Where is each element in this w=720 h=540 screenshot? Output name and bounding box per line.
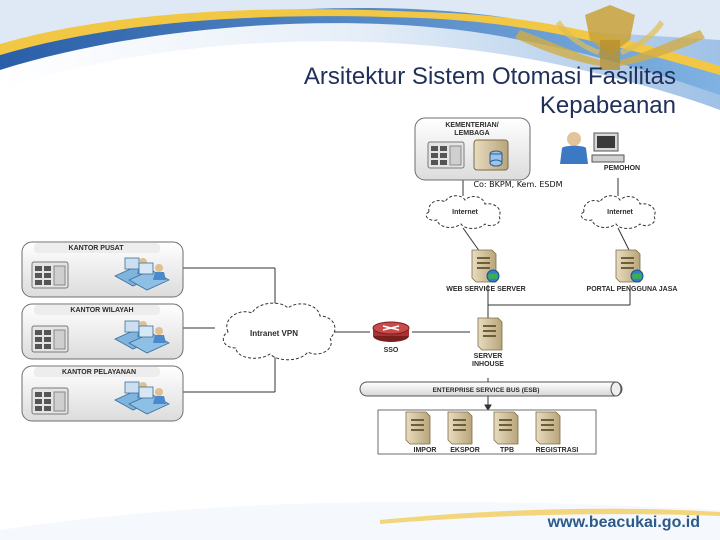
svg-text:REGISTRASI: REGISTRASI [536,447,579,454]
emblem-icon [515,5,705,70]
server-icon [31,261,69,289]
svg-text:PEMOHON: PEMOHON [604,165,640,172]
svg-text:IMPOR: IMPOR [414,447,437,454]
svg-text:SERVER: SERVER [474,353,503,360]
svg-text:KANTOR PUSAT: KANTOR PUSAT [69,245,125,252]
svg-text:Internet: Internet [452,209,478,216]
server-inhouse-node: SERVER INHOUSE [472,317,504,368]
svg-text:ENTERPRISE SERVICE BUS (ESB): ENTERPRISE SERVICE BUS (ESB) [433,387,540,394]
svg-text:LEMBAGA: LEMBAGA [454,130,489,137]
title-line-1: Arsitektur Sistem Otomasi Fasilitas [303,63,676,90]
server-icon [535,411,561,445]
globe-icon [630,269,644,283]
example-caption: Co: BKPM, Kem. ESDM [473,180,562,189]
database-icon [473,139,509,171]
website-url[interactable]: www.beacukai.go.id [547,514,700,531]
internet-cloud-right: Internet [580,195,656,229]
kantor-pelayanan-node: KANTOR PELAYANAN [21,365,184,422]
svg-text:Intranet VPN: Intranet VPN [250,329,298,338]
footer-banner [0,501,720,540]
page-title: Arsitektur Sistem Otomasi Fasilitas Kepa… [196,62,676,120]
web-service-server-node: WEB SERVICE SERVER [446,249,526,293]
globe-icon [486,269,500,283]
svg-text:KEMENTERIAN/: KEMENTERIAN/ [445,122,498,129]
server-icon [31,325,69,353]
pemohon-node: PEMOHON [560,132,640,172]
svg-text:KANTOR PELAYANAN: KANTOR PELAYANAN [62,369,136,376]
server-icon [427,141,465,169]
intranet-vpn-cloud: Intranet VPN [222,302,336,361]
svg-text:KANTOR WILAYAH: KANTOR WILAYAH [70,307,133,314]
sso-node: SSO [372,321,410,354]
svg-text:TPB: TPB [500,447,514,454]
svg-text:SSO: SSO [384,347,399,354]
server-icon [447,411,473,445]
svg-text:Internet: Internet [607,209,633,216]
svg-text:EKSPOR: EKSPOR [450,447,480,454]
kantor-wilayah-node: KANTOR WILAYAH [21,303,184,360]
kementerian-lembaga-node: KEMENTERIAN/ LEMBAGA [414,117,531,181]
kantor-pusat-node: KANTOR PUSAT [21,241,184,298]
esb-bus: ENTERPRISE SERVICE BUS (ESB) [359,381,623,397]
svg-text:INHOUSE: INHOUSE [472,361,504,368]
server-icon [31,387,69,415]
router-icon [372,321,410,342]
internet-cloud-left: Internet [425,195,501,229]
portal-pengguna-jasa-node: PORTAL PENGGUNA JASA [587,249,678,293]
title-line-2: Kepabeanan [539,92,676,119]
architecture-diagram: KEMENTERIAN/ LEMBAGA PEMOHON Co: BKPM, K… [21,117,678,455]
svg-text:WEB SERVICE SERVER: WEB SERVICE SERVER [446,286,526,293]
header-banner [0,0,720,150]
connector-lines [183,178,631,411]
svg-text:PORTAL PENGGUNA JASA: PORTAL PENGGUNA JASA [587,286,678,293]
server-icon [477,317,503,351]
application-servers-group: IMPOR EKSPOR TPB REGISTRASI [377,409,597,455]
server-icon [493,411,519,445]
user-computer-icon [560,132,625,164]
server-icon [405,411,431,445]
